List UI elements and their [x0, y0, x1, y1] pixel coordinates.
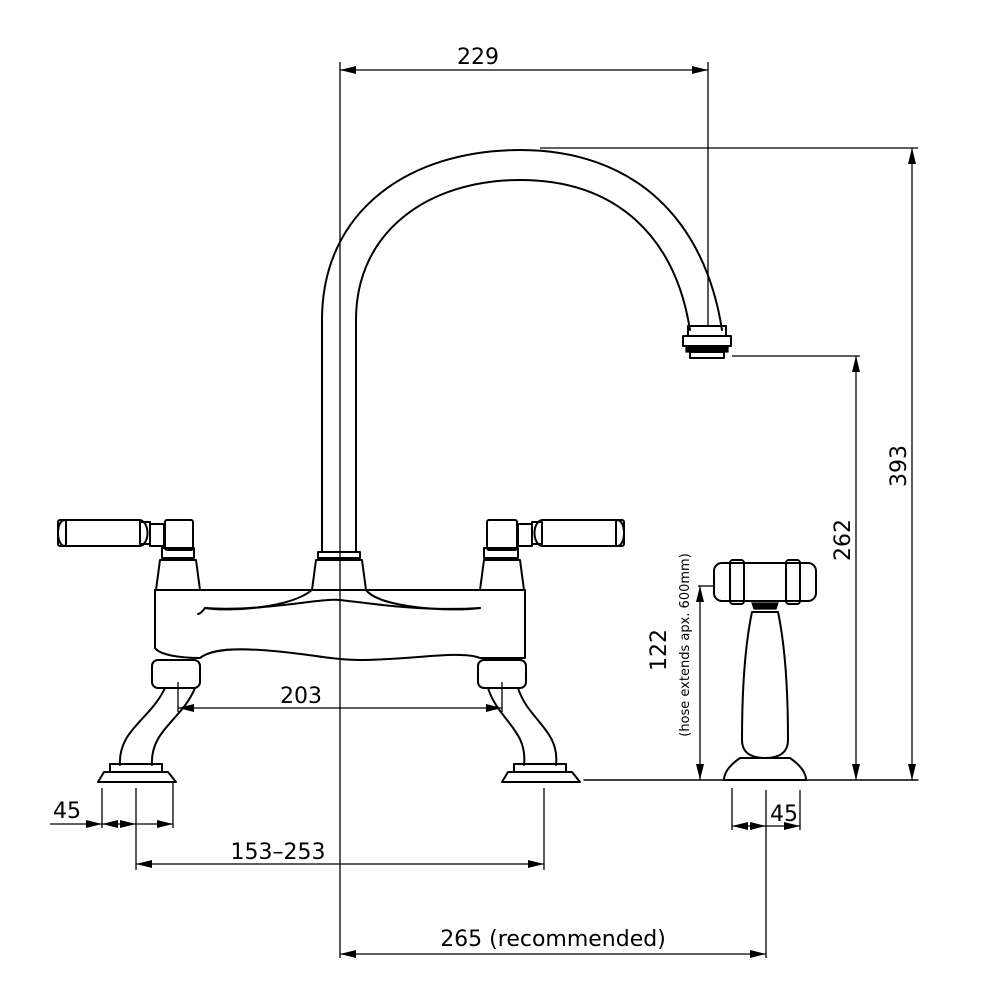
left-leg — [97, 659, 201, 783]
dimension-spout-reach: 229 — [340, 45, 708, 74]
hose-extension-note: (hose extends apx. 600mm) — [678, 553, 693, 737]
dimension-label-spout-reach: 229 — [457, 45, 499, 70]
dimension-base-left: 45 — [50, 799, 173, 828]
right-valve — [479, 519, 625, 591]
dimension-label-overall-height: 393 — [887, 445, 912, 487]
extension-lines — [101, 62, 918, 958]
dimension-overall-height: 393 — [887, 148, 916, 780]
left-valve — [57, 519, 201, 591]
dimension-label-spray-distance: 265 (recommended) — [440, 927, 666, 952]
dimension-hose-height: 122 (hose extends apx. 600mm) — [647, 553, 704, 780]
spout-outlet — [682, 325, 732, 359]
dimension-label-spout-height: 262 — [831, 519, 856, 561]
dimension-spout-height: 262 — [831, 356, 860, 780]
dimension-label-leg-spacing: 203 — [280, 684, 322, 709]
dimension-centres: 153–253 — [136, 840, 544, 868]
dimension-leg-spacing: 203 — [178, 684, 502, 712]
dimension-label-hose-height: 122 — [647, 629, 672, 671]
dimension-label-base-right: 45 — [770, 802, 798, 827]
rinse-spray — [713, 559, 817, 781]
dimension-label-centres: 153–253 — [231, 840, 326, 865]
dimension-spray-distance: 265 (recommended) — [340, 927, 766, 958]
dimension-label-base-left: 45 — [53, 799, 81, 824]
right-leg — [477, 659, 581, 783]
dimension-base-right: 45 — [732, 802, 800, 830]
